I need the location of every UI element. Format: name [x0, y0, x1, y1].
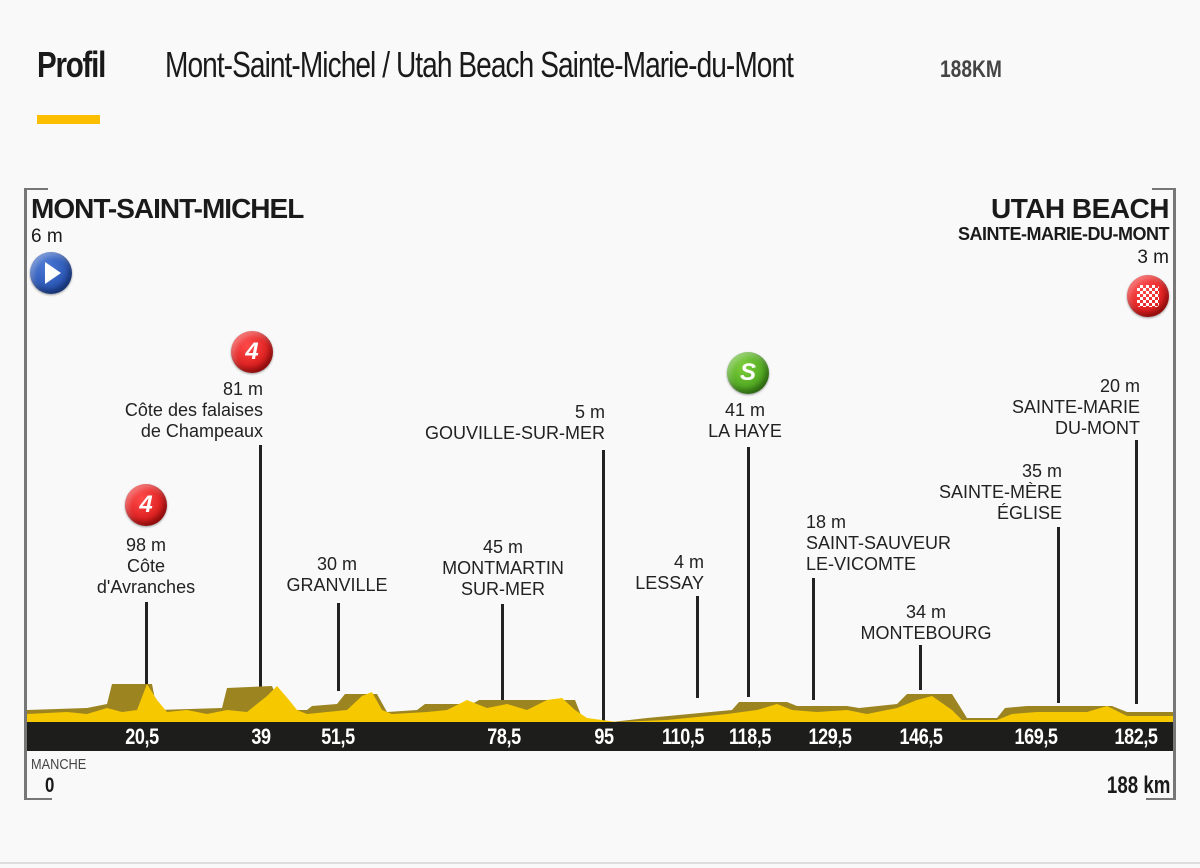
waypoint-name: GRANVILLE — [286, 575, 388, 595]
km-tick: 118,5 — [728, 724, 772, 749]
km-axis-bar — [27, 722, 1173, 751]
waypoint-name: DU-MONT — [1055, 418, 1140, 438]
waypoint-label: 20 m SAINTE-MARIE DU-MONT — [1012, 376, 1140, 439]
waypoint-altitude: 18 m — [806, 512, 847, 532]
waypoint-marker-line — [145, 602, 148, 694]
region-label: MANCHE — [31, 756, 87, 773]
title-accent-underline — [37, 115, 100, 124]
waypoint-name: MONTEBOURG — [860, 623, 992, 643]
waypoint-label: 5 m GOUVILLE-SUR-MER — [425, 402, 605, 444]
waypoint-marker-line — [1057, 527, 1060, 703]
waypoint-label: 4 m LESSAY — [635, 552, 704, 594]
frame-left — [24, 188, 27, 800]
checkered-flag-icon — [1137, 285, 1159, 307]
climb-cat4-badge: 4 — [125, 484, 167, 526]
frame-corner — [1146, 798, 1176, 800]
waypoint-name: LE-VICOMTE — [806, 554, 917, 574]
waypoint-name: LA HAYE — [708, 421, 782, 441]
waypoint-label: 45 m MONTMARTIN SUR-MER — [442, 537, 564, 600]
km-tick: 95 — [594, 724, 614, 749]
page-header: Profil Mont-Saint-Michel / Utah Beach Sa… — [37, 44, 1017, 94]
km-tick: 129,5 — [808, 724, 852, 749]
finish-altitude: 3 m — [1137, 247, 1169, 268]
waypoint-name: SUR-MER — [460, 579, 545, 599]
start-badge — [30, 252, 72, 294]
waypoint-name: SAINTE-MÈRE — [938, 482, 1062, 502]
waypoint-label: 35 m SAINTE-MÈRE ÉGLISE — [939, 461, 1062, 524]
waypoint-marker-line — [812, 578, 815, 700]
sprint-badge: S — [727, 352, 769, 394]
waypoint-name: Côte — [126, 556, 166, 576]
waypoint-name: d'Avranches — [96, 577, 196, 597]
waypoint-altitude: 45 m — [482, 537, 524, 557]
waypoint-altitude: 81 m — [222, 379, 263, 399]
waypoint-marker-line — [602, 450, 605, 722]
waypoint-name: SAINT-SAUVEUR — [806, 533, 952, 553]
km-tick: 51,5 — [321, 724, 355, 749]
waypoint-label: 18 m SAINT-SAUVEUR LE-VICOMTE — [806, 512, 951, 575]
waypoint-altitude: 34 m — [905, 602, 947, 622]
elevation-profile — [27, 684, 1173, 722]
waypoint-altitude: 20 m — [1099, 376, 1140, 396]
waypoint-altitude: 30 m — [316, 554, 358, 574]
badge-label: S — [739, 359, 756, 386]
waypoint-label: 41 m LA HAYE — [708, 400, 782, 442]
waypoint-name: ÉGLISE — [996, 503, 1062, 523]
stage-distance: 188KM — [940, 56, 1002, 83]
waypoint-label: 34 m MONTEBOURG — [860, 602, 991, 644]
waypoint-altitude: 4 m — [673, 552, 704, 572]
finish-subtown: SAINTE-MARIE-DU-MONT — [958, 224, 1169, 244]
waypoint-name: MONTMARTIN — [442, 558, 564, 578]
km-tick: 78,5 — [487, 724, 521, 749]
frame-corner — [24, 798, 52, 800]
page-title: Profil — [37, 44, 106, 85]
badge-label: 4 — [139, 491, 153, 518]
km-tick: 20,5 — [125, 724, 159, 749]
stage-route: Mont-Saint-Michel / Utah Beach Sainte-Ma… — [165, 44, 794, 85]
waypoint-label: 30 m GRANVILLE — [286, 554, 387, 596]
frame-right — [1173, 188, 1176, 800]
waypoint-marker-line — [259, 445, 262, 720]
waypoint-marker-line — [747, 447, 750, 697]
climb-cat4-badge: 4 — [231, 331, 273, 373]
waypoint-marker-line — [501, 604, 504, 700]
waypoint-name: Côte des falaises — [124, 400, 263, 420]
waypoint-label: 81 m Côte des falaises de Champeaux — [125, 379, 263, 442]
waypoint-marker-line — [696, 596, 699, 698]
km-tick: 169,5 — [1014, 724, 1058, 749]
finish-town: UTAH BEACH — [990, 193, 1170, 224]
km-tick: 182,5 — [1114, 724, 1158, 749]
waypoint-name: LESSAY — [635, 573, 704, 593]
badge-label: 4 — [245, 338, 259, 365]
waypoint-label: 98 m Côte d'Avranches — [97, 535, 195, 598]
waypoint-altitude: 5 m — [574, 402, 605, 422]
play-icon — [45, 262, 61, 284]
waypoint-altitude: 41 m — [724, 400, 766, 420]
total-distance: 188 km — [1106, 772, 1170, 799]
km-tick: 39 — [251, 724, 271, 749]
start-altitude: 6 m — [31, 226, 63, 247]
km-tick: 146,5 — [899, 724, 943, 749]
waypoint-marker-line — [1135, 440, 1138, 704]
waypoint-altitude: 35 m — [1021, 461, 1062, 481]
waypoint-altitude: 98 m — [125, 535, 167, 555]
km-tick: 110,5 — [661, 724, 705, 749]
frame-corner — [24, 188, 48, 190]
waypoint-name: SAINTE-MARIE — [1011, 397, 1140, 417]
waypoint-name: de Champeaux — [140, 421, 263, 441]
finish-badge — [1127, 275, 1169, 317]
start-km: 0 — [45, 774, 55, 797]
waypoint-marker-line — [919, 645, 922, 690]
waypoint-marker-line — [337, 603, 340, 691]
waypoint-name: GOUVILLE-SUR-MER — [424, 423, 605, 443]
frame-corner — [1152, 188, 1176, 190]
bottom-divider — [0, 862, 1200, 864]
start-town: MONT-SAINT-MICHEL — [31, 193, 304, 224]
